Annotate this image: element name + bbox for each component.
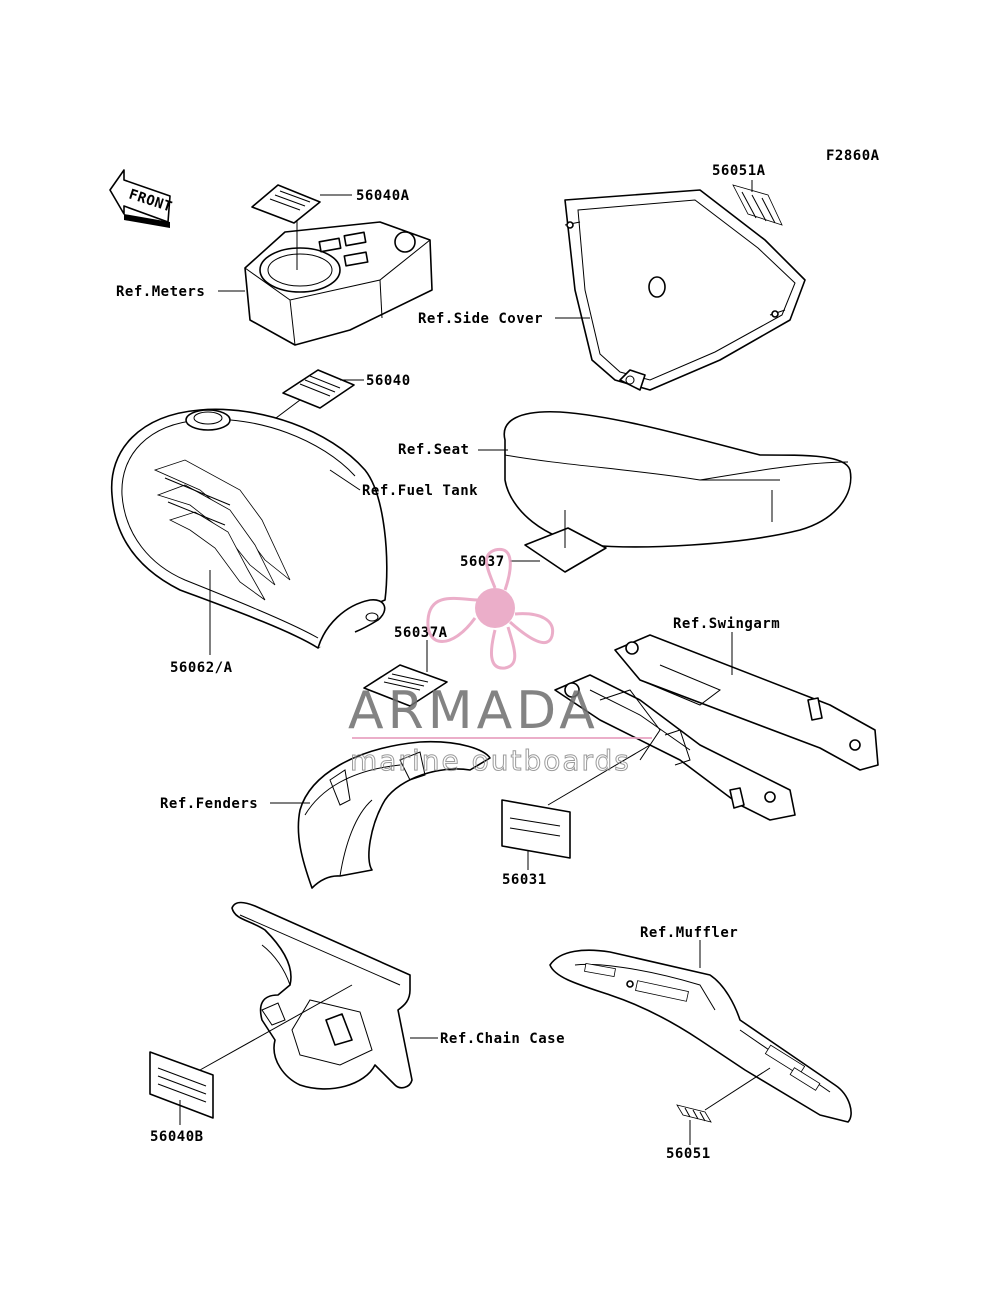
label-56040: 56040 bbox=[366, 373, 411, 389]
watermark-brand: ARMADA bbox=[348, 681, 599, 741]
label-56040A: 56040A bbox=[356, 188, 410, 204]
decal-56051 bbox=[676, 1104, 712, 1123]
label-56037: 56037 bbox=[460, 554, 505, 570]
muffler-part bbox=[549, 949, 852, 1123]
propeller-icon bbox=[426, 547, 555, 670]
label-56037A: 56037A bbox=[394, 625, 448, 641]
watermark: ARMADA marine outboards bbox=[348, 547, 652, 778]
label-56051A: 56051A bbox=[712, 163, 766, 179]
fenders-part bbox=[297, 740, 491, 889]
swingarm-part bbox=[554, 634, 879, 821]
label-ref-muffler: Ref.Muffler bbox=[640, 925, 738, 941]
label-ref-swingarm: Ref.Swingarm bbox=[673, 616, 780, 632]
label-56031: 56031 bbox=[502, 872, 547, 888]
figure-code: F2860A bbox=[826, 148, 880, 164]
label-ref-fuel-tank: Ref.Fuel Tank bbox=[362, 483, 478, 499]
label-56051: 56051 bbox=[666, 1146, 711, 1162]
label-56040B: 56040B bbox=[150, 1129, 204, 1145]
side-cover-part bbox=[564, 189, 806, 391]
label-ref-seat: Ref.Seat bbox=[398, 442, 469, 458]
chain-case-part bbox=[231, 901, 413, 1090]
decal-56037A bbox=[363, 664, 448, 707]
decal-56040 bbox=[282, 369, 355, 409]
seat-part bbox=[503, 410, 852, 548]
decal-56031 bbox=[501, 799, 571, 859]
label-56062A: 56062/A bbox=[170, 660, 233, 676]
decal-56040B bbox=[149, 1051, 214, 1119]
decal-56037 bbox=[524, 527, 607, 573]
label-ref-meters: Ref.Meters bbox=[116, 284, 205, 300]
decal-56051A bbox=[732, 184, 783, 226]
front-arrow-icon: FRONT bbox=[109, 169, 174, 228]
watermark-tagline: marine outboards bbox=[350, 744, 631, 777]
label-ref-side-cover: Ref.Side Cover bbox=[418, 311, 543, 327]
label-ref-chain-case: Ref.Chain Case bbox=[440, 1031, 565, 1047]
meters-part bbox=[244, 184, 433, 346]
fuel-tank-part bbox=[110, 408, 388, 649]
label-ref-fenders: Ref.Fenders bbox=[160, 796, 258, 812]
